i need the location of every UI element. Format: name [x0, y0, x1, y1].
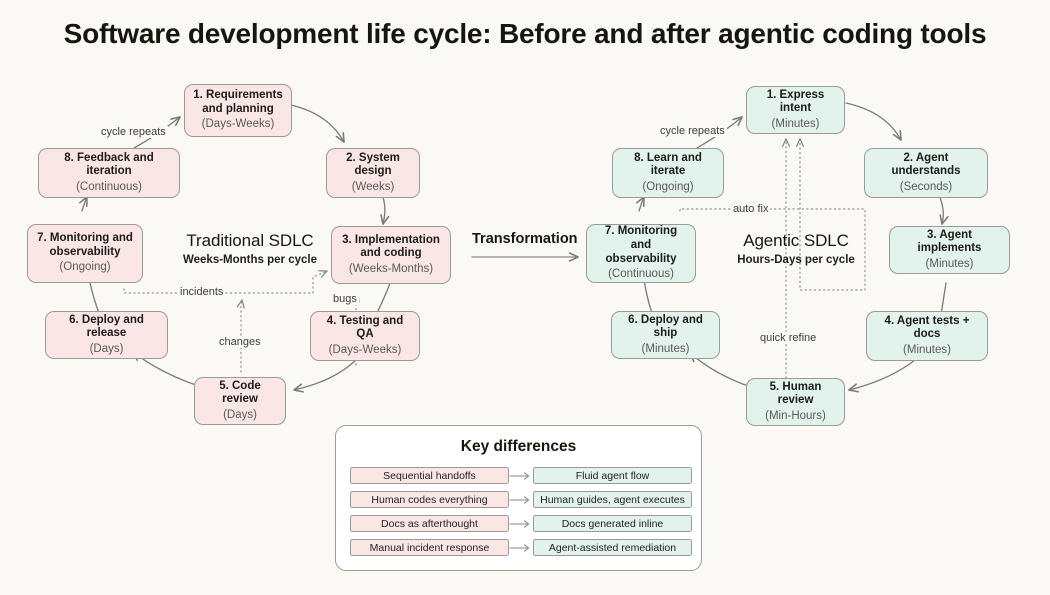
left-node-2-system-design[interactable]: 2. System design (Weeks) [326, 148, 420, 198]
node-duration: (Days-Weeks) [328, 343, 402, 356]
node-title: 8. Learn and iterate [634, 151, 702, 178]
node-duration: (Days-Weeks) [201, 118, 275, 131]
node-duration: (Minutes) [771, 117, 820, 130]
key-differences-panel: Key differences Sequential handoffs Fluid… [335, 425, 702, 571]
left-node-5-code-review[interactable]: 5. Code review (Days) [194, 377, 286, 425]
right-node-4-agent-tests-and-docs[interactable]: 4. Agent tests + docs (Minutes) [866, 311, 988, 361]
right-node-3-agent-implements[interactable]: 3. Agent implements (Minutes) [889, 226, 1010, 274]
legend-arrow-icon [509, 495, 530, 504]
caption-heading: Traditional SDLC [186, 231, 314, 250]
left-node-1-requirements-and-planning[interactable]: 1. Requirements and planning (Days-Weeks… [184, 84, 292, 137]
legend-arrow-icon [509, 519, 530, 528]
legend-row: Manual incident response Agent-assisted r… [350, 538, 692, 557]
left-node-4-testing-and-qa[interactable]: 4. Testing and QA (Days-Weeks) [310, 311, 420, 361]
node-title: 5. Human review [769, 380, 822, 407]
legend-arrow [509, 471, 533, 481]
legend-arrow-icon [509, 471, 530, 480]
node-duration: (Seconds) [899, 180, 953, 193]
legend-row: Sequential handoffs Fluid agent flow [350, 466, 692, 485]
node-duration: (Days) [89, 342, 124, 355]
node-title: 6. Deploy and ship [628, 313, 703, 340]
node-title-line2: observability [605, 252, 677, 265]
left-edge-label-incidents: incidents [178, 286, 226, 298]
left-node-3-implementation-and-coding[interactable]: 3. Implementation and coding (Weeks-Mont… [331, 226, 451, 284]
left-node-6-deploy-and-release[interactable]: 6. Deploy and release (Days) [45, 311, 168, 359]
right-node-8-learn-and-iterate[interactable]: 8. Learn and iterate (Ongoing) [612, 148, 724, 198]
transformation-label: Transformation [472, 231, 578, 247]
node-duration: (Ongoing) [59, 261, 111, 274]
node-duration: (Continuous) [608, 268, 674, 281]
right-node-5-human-review[interactable]: 5. Human review (Min-Hours) [746, 378, 845, 426]
left-edge-label-bugs: bugs [331, 293, 359, 305]
node-title-line2: and coding [360, 247, 422, 260]
agentic-sdlc-caption: Agentic SDLC Hours-Days per cycle [706, 231, 886, 266]
legend-before-pill[interactable]: Sequential handoffs [350, 467, 509, 484]
page-title: Software development life cycle: Before … [63, 18, 987, 49]
left-node-7-monitoring-and-observability[interactable]: 7. Monitoring and observability (Ongoing… [27, 224, 143, 283]
node-title: 1. Express intent [766, 88, 825, 115]
node-duration: (Minutes) [925, 257, 974, 270]
node-title: 8. Feedback and iteration [64, 151, 154, 178]
node-duration: (Minutes) [641, 342, 690, 355]
node-title-line2: observability [49, 245, 121, 258]
right-node-7-monitoring-and-observability[interactable]: 7. Monitoring and observability (Continu… [586, 224, 696, 283]
right-edge-label-auto-fix: auto fix [731, 203, 771, 215]
legend-arrow [509, 495, 533, 505]
legend-row: Human codes everything Human guides, agen… [350, 490, 692, 509]
left-edge-label-changes: changes [217, 336, 263, 348]
legend-after-pill[interactable]: Human guides, agent executes [533, 491, 692, 508]
node-title: 4. Agent tests + docs [884, 314, 970, 341]
node-title-line2: and planning [202, 102, 274, 115]
legend-after-pill[interactable]: Docs generated inline [533, 515, 692, 532]
legend-before-pill[interactable]: Manual incident response [350, 539, 509, 556]
right-edge-label-quick-refine: quick refine [758, 332, 819, 344]
node-title: 7. Monitoring and [604, 225, 678, 251]
node-title: 6. Deploy and release [69, 313, 144, 340]
node-duration: (Continuous) [76, 180, 142, 193]
legend-arrow [509, 543, 533, 553]
right-edge-label-cycle-repeats: cycle repeats [658, 125, 727, 137]
traditional-sdlc-caption: Traditional SDLC Weeks-Months per cycle [160, 231, 340, 266]
node-title: 7. Monitoring and [37, 232, 133, 245]
node-title: 3. Implementation [342, 233, 440, 246]
caption-subtitle: Hours-Days per cycle [737, 254, 855, 266]
right-node-2-agent-understands[interactable]: 2. Agent understands (Seconds) [864, 148, 988, 198]
node-title: 3. Agent implements [917, 228, 982, 255]
left-edge-label-cycle-repeats: cycle repeats [99, 126, 168, 138]
node-title: 1. Requirements [193, 89, 283, 102]
node-duration: (Min-Hours) [765, 409, 826, 422]
node-duration: (Ongoing) [642, 180, 694, 193]
node-title: 5. Code review [219, 379, 261, 406]
legend-arrow-icon [509, 543, 530, 552]
left-node-8-feedback-and-iteration[interactable]: 8. Feedback and iteration (Continuous) [38, 148, 180, 198]
right-node-1-express-intent[interactable]: 1. Express intent (Minutes) [746, 86, 845, 134]
legend-after-pill[interactable]: Fluid agent flow [533, 467, 692, 484]
legend-after-pill[interactable]: Agent-assisted remediation [533, 539, 692, 556]
node-duration: (Days) [223, 408, 257, 421]
node-title: 2. System design [346, 151, 400, 178]
legend-row: Docs as afterthought Docs generated inlin… [350, 514, 692, 533]
legend-title: Key differences [460, 438, 577, 455]
node-title: 4. Testing and QA [326, 314, 404, 341]
legend-arrow [509, 519, 533, 529]
node-title: 2. Agent understands [891, 151, 961, 178]
node-duration: (Weeks) [351, 180, 395, 193]
legend-before-pill[interactable]: Docs as afterthought [350, 515, 509, 532]
node-duration: (Minutes) [903, 343, 951, 356]
node-duration: (Weeks-Months) [348, 262, 434, 275]
right-node-6-deploy-and-ship[interactable]: 6. Deploy and ship (Minutes) [611, 311, 720, 359]
caption-subtitle: Weeks-Months per cycle [182, 254, 317, 266]
legend-before-pill[interactable]: Human codes everything [350, 491, 509, 508]
caption-heading: Agentic SDLC [743, 231, 849, 250]
